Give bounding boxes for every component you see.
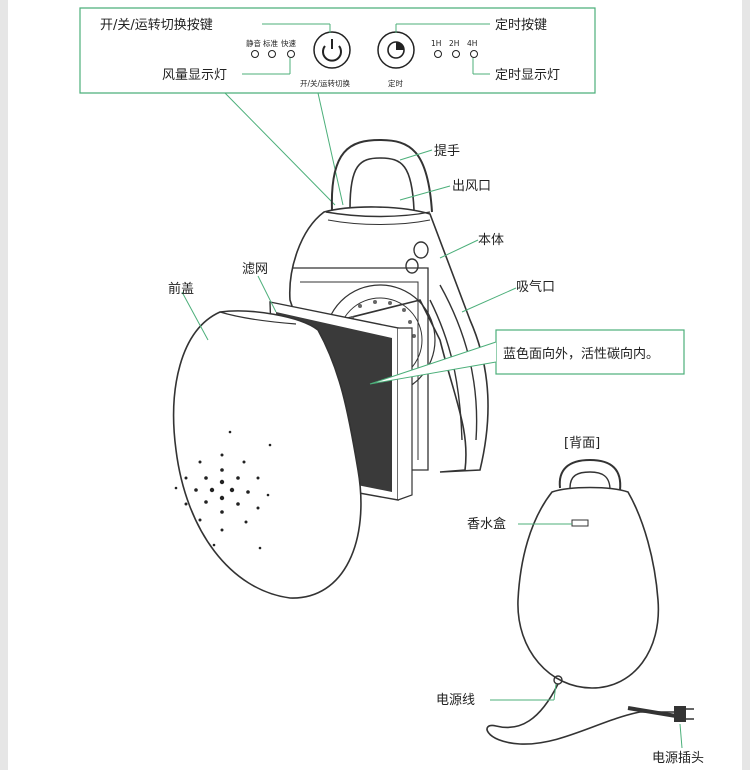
back-view-title: [背面] <box>564 436 600 451</box>
fan-mode-fast: 快速 <box>281 38 296 48</box>
fan-light-label: 风量显示灯 <box>162 68 227 83</box>
timer-option-2h: 2H <box>449 39 459 48</box>
control-panel-callout <box>80 8 595 205</box>
fan-light-quiet <box>252 51 259 58</box>
power-key-label: 开/关/运转切换按键 <box>100 18 213 33</box>
power-cord <box>487 684 678 744</box>
power-plug-icon <box>674 706 686 722</box>
label-air-inlet: 吸气口 <box>516 279 555 295</box>
label-front-cover: 前盖 <box>168 281 194 297</box>
timer-option-4h: 4H <box>467 39 477 48</box>
fragrance-box-slot <box>572 520 588 526</box>
fan-light-standard <box>269 51 276 58</box>
timer-key-label: 定时按键 <box>495 18 547 33</box>
timer-light-2h <box>453 51 460 58</box>
fan-mode-quiet: 静音 <box>246 38 261 48</box>
timer-option-1h: 1H <box>431 39 441 48</box>
power-button-caption: 开/关/运转切换 <box>300 78 351 88</box>
handle-shape <box>332 140 432 212</box>
label-body: 本体 <box>478 233 504 248</box>
filter-note-text: 蓝色面向外，活性碳向内。 <box>503 346 659 362</box>
label-filter: 滤网 <box>242 262 268 277</box>
back-view-unit <box>487 460 694 744</box>
back-body-shell <box>518 488 658 689</box>
label-fragrance-box: 香水盒 <box>467 516 506 532</box>
power-button-icon <box>314 32 350 68</box>
label-power-cord: 电源线 <box>436 693 475 708</box>
label-power-plug: 电源插头 <box>652 751 704 766</box>
fan-mode-standard: 标准 <box>263 38 278 48</box>
fan-light-fast <box>288 51 295 58</box>
timer-light-4h <box>471 51 478 58</box>
timer-light-label: 定时显示灯 <box>495 68 560 83</box>
label-handle: 提手 <box>434 143 460 159</box>
timer-button-caption: 定时 <box>388 78 403 88</box>
timer-light-1h <box>435 51 442 58</box>
label-air-outlet: 出风口 <box>452 179 491 194</box>
